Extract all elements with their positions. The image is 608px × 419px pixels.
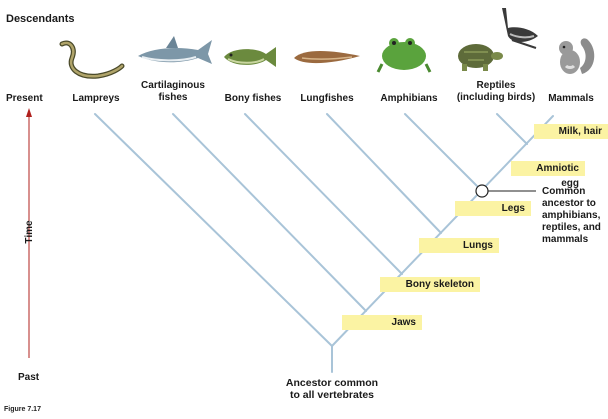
trait-amniotic-egg: Amniotic egg: [511, 161, 585, 189]
turtle-icon: [458, 44, 503, 71]
frog-icon: [376, 38, 432, 73]
branch-reptiles: [496, 113, 528, 145]
branch-cartilaginous: [172, 113, 367, 312]
trait-bony-skeleton: Bony skeleton: [380, 277, 480, 292]
time-past-label: Past: [18, 372, 40, 383]
main-branch: [331, 115, 554, 347]
taxon-label-bony-fishes: Bony fishes: [224, 93, 282, 104]
squirrel-icon: [559, 38, 595, 74]
taxon-label-reptiles: Reptiles (including birds): [456, 80, 536, 103]
trait-milk-hair: Milk, hair: [534, 124, 608, 139]
time-arrow-head: [26, 108, 32, 117]
lamprey-icon: [59, 40, 125, 79]
shark-icon: [138, 36, 212, 64]
branch-bony-fishes: [244, 113, 403, 275]
root-ancestor-label: Ancestor common to all vertebrates: [285, 377, 379, 401]
bony-fish-icon: [224, 47, 276, 67]
branch-lampreys: [94, 113, 333, 347]
common-ancestor-label: Common ancestor to amphibians, reptiles,…: [542, 186, 601, 245]
branch-amphibians: [404, 113, 483, 192]
trait-legs: Legs: [455, 201, 531, 216]
trait-lungs: Lungs: [419, 238, 499, 253]
taxon-label-cartilaginous-fishes: Cartilaginous fishes: [141, 80, 205, 103]
common-ancestor-node: [475, 184, 489, 198]
taxon-label-mammals: Mammals: [548, 93, 594, 104]
trait-jaws: Jaws: [342, 315, 422, 330]
taxon-label-lungfishes: Lungfishes: [300, 93, 354, 104]
lungfish-icon: [294, 51, 360, 64]
time-present-label: Present: [6, 93, 43, 104]
taxon-label-lampreys: Lampreys: [72, 93, 120, 104]
taxon-label-amphibians: Amphibians: [380, 93, 438, 104]
figure-caption: Figure 7.17: [4, 406, 41, 413]
branch-lungfishes: [326, 113, 442, 234]
descendants-heading: Descendants: [6, 13, 75, 25]
time-axis-label: Time: [24, 220, 35, 244]
goose-icon: [502, 8, 538, 49]
